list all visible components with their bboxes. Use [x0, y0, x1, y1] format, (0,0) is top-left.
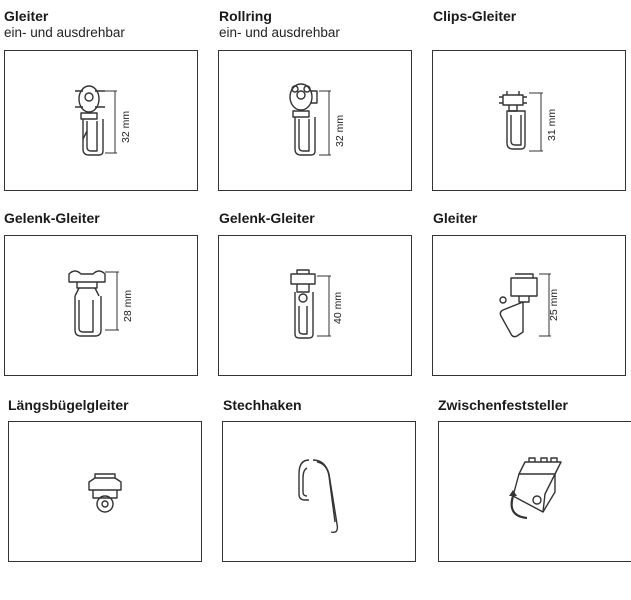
dimension-label: 28 mm — [122, 289, 134, 322]
glider-small-hook-icon — [499, 273, 551, 338]
product-laengsbuegelgleiter: Längsbügelgleiter — [8, 397, 129, 413]
product-image-frame: 28 mm — [4, 235, 198, 376]
product-subtitle: ein- und ausdrehbar — [219, 25, 340, 40]
product-stechhaken: Stechhaken — [223, 397, 302, 413]
dimension-label: 32 mm — [334, 114, 346, 147]
glider-hook-icon — [75, 85, 117, 156]
product-image-frame: 25 mm — [432, 235, 626, 376]
joint-glider-long-hook-icon — [290, 269, 331, 339]
longitudinal-bracket-glider-icon — [88, 473, 122, 513]
product-title: Gleiter — [4, 8, 49, 24]
product-title: Rollring — [219, 8, 272, 24]
pin-hook-icon — [298, 459, 339, 534]
dimension-label: 25 mm — [548, 288, 560, 321]
dimension-label: 32 mm — [120, 110, 132, 143]
product-title: Gelenk-Gleiter — [4, 210, 100, 226]
product-image-frame: 31 mm — [432, 50, 626, 191]
product-rollring: Rollring ein- und ausdrehbar — [219, 8, 340, 41]
product-image-frame: 40 mm — [218, 235, 412, 376]
product-clips-gleiter: Clips-Gleiter — [433, 8, 516, 24]
product-title: Längsbügelgleiter — [8, 397, 129, 413]
product-title: Gelenk-Gleiter — [219, 210, 315, 226]
product-gelenk-gleiter-28: Gelenk-Gleiter — [4, 210, 100, 226]
product-image-frame: 32 mm — [218, 50, 412, 191]
product-gelenk-gleiter-40: Gelenk-Gleiter — [219, 210, 315, 226]
product-subtitle: ein- und ausdrehbar — [4, 25, 125, 40]
product-image-frame — [438, 421, 631, 562]
joint-glider-hook-icon — [68, 270, 119, 337]
roller-ring-hook-icon — [289, 83, 331, 156]
product-title: Zwischenfeststeller — [438, 397, 568, 413]
product-gleiter-ausdrehbar: Gleiter ein- und ausdrehbar — [4, 8, 125, 41]
product-image-frame: 32 mm — [4, 50, 198, 191]
clip-glider-hook-icon — [499, 91, 543, 152]
dimension-label: 31 mm — [546, 108, 558, 141]
product-title: Gleiter — [433, 210, 478, 226]
product-zwischenfeststeller: Zwischenfeststeller — [438, 397, 568, 413]
product-image-frame — [8, 421, 202, 562]
intermediate-stopper-icon — [509, 457, 562, 520]
product-image-frame — [222, 421, 416, 562]
product-gleiter-25: Gleiter — [433, 210, 477, 226]
product-title: Clips-Gleiter — [433, 8, 517, 24]
product-title: Stechhaken — [223, 397, 302, 413]
dimension-label: 40 mm — [332, 291, 344, 324]
